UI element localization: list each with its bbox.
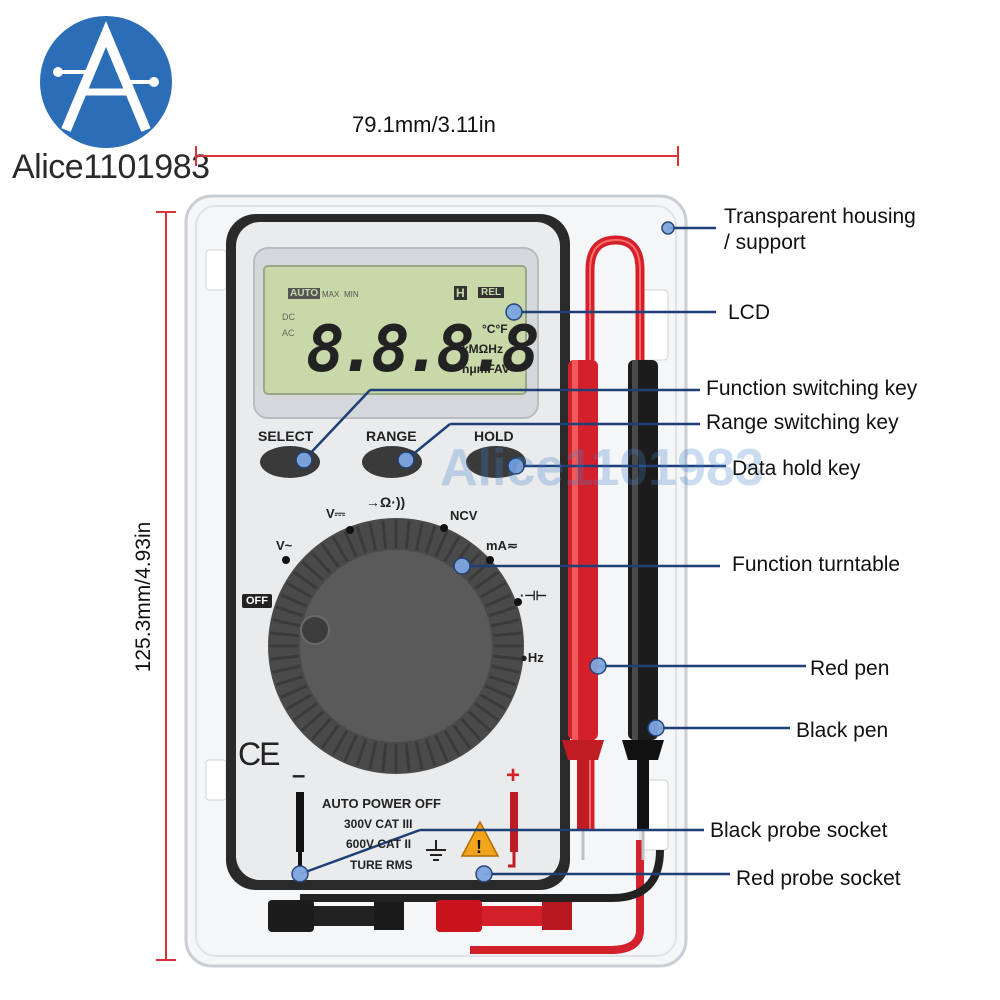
black-probe-icon bbox=[296, 792, 304, 866]
lcd-max-indicator: MAX bbox=[322, 290, 340, 299]
callout-housing-line1: Transparent housing bbox=[724, 205, 916, 228]
callout-turntable: Function turntable bbox=[732, 553, 901, 576]
callout-housing-line2: / support bbox=[724, 231, 806, 254]
dial-diode-ohm-label: →Ω·)) bbox=[366, 494, 406, 510]
select-key-label: SELECT bbox=[258, 428, 314, 444]
hold-key-label: HOLD bbox=[474, 428, 514, 444]
callout-red-pen: Red pen bbox=[810, 657, 890, 680]
dial-vdc-label: V⎓ bbox=[326, 506, 346, 521]
callout-function-key: Function switching key bbox=[706, 377, 918, 400]
lcd-rel-indicator: REL bbox=[478, 287, 504, 298]
watermark-text: Alice1101983 bbox=[440, 439, 764, 497]
red-probe-plug bbox=[436, 900, 572, 932]
height-dimension-line bbox=[156, 211, 176, 961]
width-dimension-line bbox=[195, 146, 679, 166]
lcd-digits: 8.8.8.8 bbox=[306, 313, 540, 387]
callout-black-socket: Black probe socket bbox=[710, 819, 888, 842]
black-pen bbox=[622, 360, 664, 860]
true-rms-label: TURE RMS bbox=[350, 858, 413, 872]
red-pen bbox=[562, 360, 604, 860]
lcd-ac-indicator: AC bbox=[282, 328, 295, 338]
black-probe-plug bbox=[268, 900, 404, 932]
lcd-auto-indicator: AUTO bbox=[288, 288, 321, 299]
ce-mark: CE bbox=[238, 736, 280, 772]
callout-black-pen: Black pen bbox=[796, 719, 889, 742]
dial-ma-label: mA≂ bbox=[486, 538, 518, 553]
auto-power-off-label: AUTO POWER OFF bbox=[322, 796, 441, 811]
width-dimension-label: 79.1mm/3.11in bbox=[352, 112, 496, 137]
lcd-min-indicator: MIN bbox=[344, 290, 359, 299]
lcd-dc-indicator: DC bbox=[282, 312, 295, 322]
callout-hold-key: Data hold key bbox=[732, 457, 861, 480]
lcd-units-row2: nμmFAV bbox=[462, 362, 510, 376]
callout-range-key: Range switching key bbox=[706, 411, 899, 434]
cat3-rating-label: 300V CAT III bbox=[344, 817, 413, 831]
callout-lcd: LCD bbox=[728, 301, 771, 324]
dial-off-label: OFF bbox=[242, 594, 272, 608]
cat2-rating-label: 600V CAT II bbox=[346, 837, 412, 851]
lcd-temp-units: °C°F bbox=[482, 322, 508, 336]
lcd-hold-indicator: H bbox=[454, 286, 467, 300]
callout-transparent-housing: Transparent housing / support bbox=[724, 204, 916, 256]
dial-hz-label: ●Hz bbox=[520, 650, 544, 665]
svg-text:!: ! bbox=[476, 837, 482, 857]
function-turntable bbox=[268, 518, 524, 774]
range-key-label: RANGE bbox=[366, 428, 417, 444]
red-probe-icon bbox=[508, 792, 518, 868]
dial-ncv-label: NCV bbox=[450, 508, 478, 523]
plus-terminal-label: + bbox=[506, 762, 521, 789]
dial-capacitance-label: ·⊣⊢ bbox=[520, 588, 547, 603]
minus-terminal-label: – bbox=[292, 762, 306, 789]
brand-logo-text: Alice1101983 bbox=[12, 148, 210, 186]
ground-icon bbox=[426, 840, 446, 861]
dial-vac-label: V~ bbox=[276, 538, 293, 553]
callout-red-socket: Red probe socket bbox=[736, 867, 901, 890]
warning-icon bbox=[460, 820, 500, 857]
lcd-units-row1: kMΩHz bbox=[462, 342, 503, 356]
brand-logo-icon bbox=[40, 16, 172, 148]
